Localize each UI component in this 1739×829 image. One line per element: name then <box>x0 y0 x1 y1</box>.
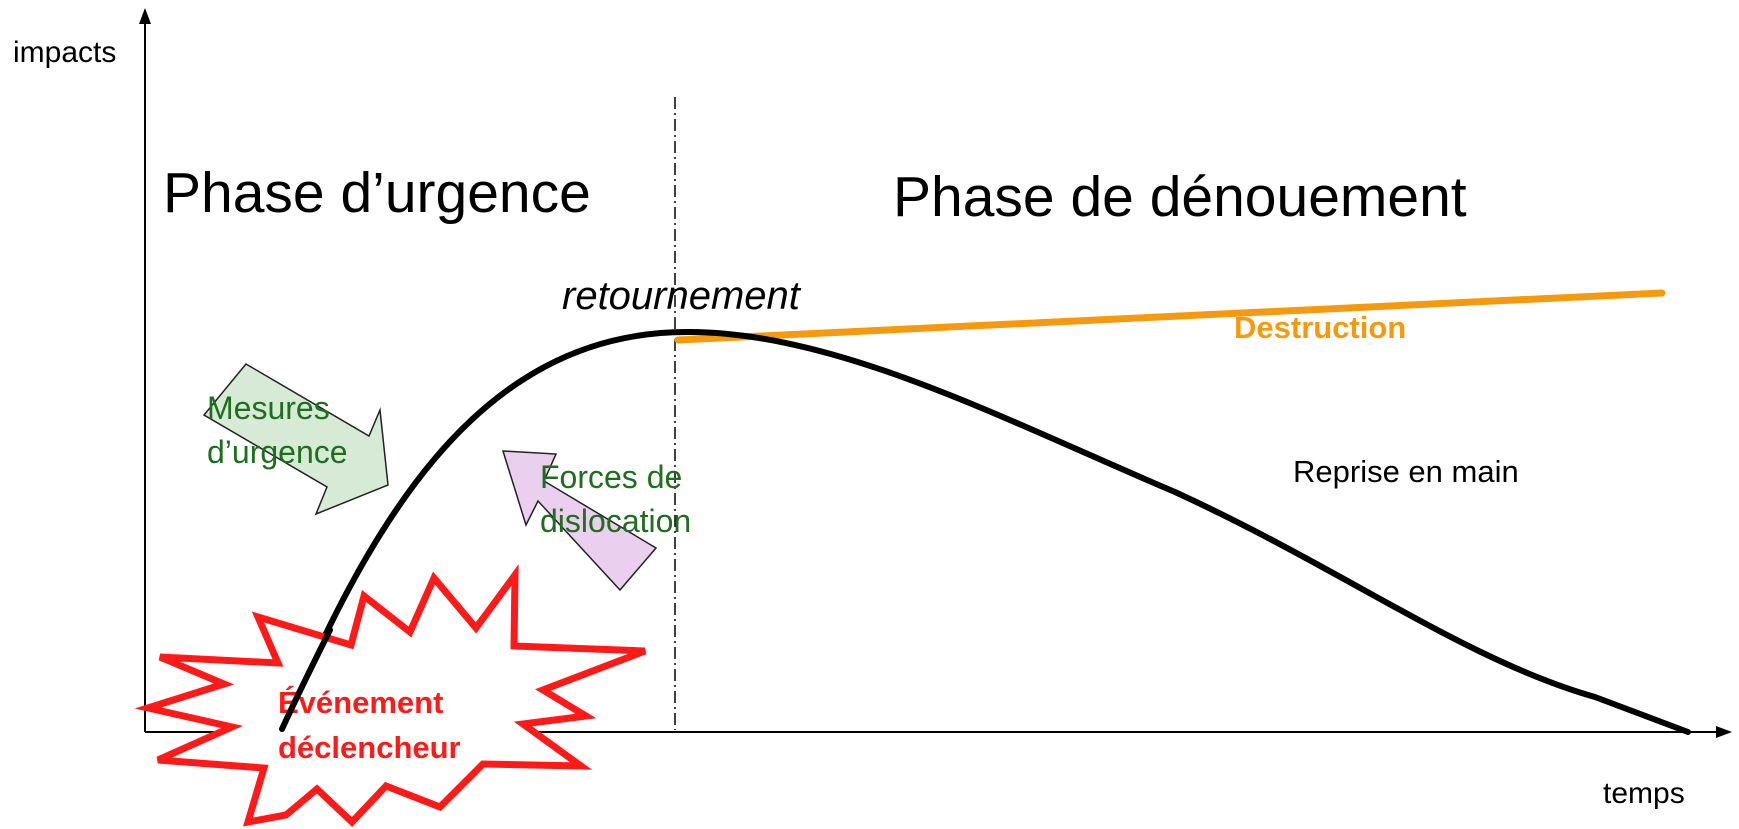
y-axis-arrowhead <box>139 8 151 24</box>
destruction-line <box>674 289 1666 344</box>
impact-curve <box>279 328 1691 735</box>
recovery-label: Reprise en main <box>1293 454 1519 489</box>
x-axis-arrowhead <box>1716 726 1732 738</box>
trigger-event-label-line1: Événement <box>278 685 443 720</box>
turning-point-label: retournement <box>562 274 802 318</box>
phase-urgence-title: Phase d’urgence <box>163 161 591 225</box>
y-axis-label: impacts <box>13 36 116 69</box>
x-axis-label: temps <box>1603 777 1685 810</box>
up-left-arrow-icon <box>501 450 658 592</box>
down-right-arrow-icon <box>202 363 389 516</box>
emergency-measures-label-line1: Mesures <box>207 390 330 426</box>
impact-curve-start-segment <box>279 627 333 732</box>
dislocation-forces-label-line2: dislocation <box>540 503 691 539</box>
emergency-measures-label-line2: d’urgence <box>207 434 348 470</box>
trigger-event-label-line2: déclencheur <box>278 730 461 765</box>
explosion-burst-icon <box>134 564 647 827</box>
dislocation-forces-label-line1: Forces de <box>540 459 682 495</box>
phase-denouement-title: Phase de dénouement <box>893 165 1467 229</box>
destruction-label: Destruction <box>1234 310 1406 345</box>
